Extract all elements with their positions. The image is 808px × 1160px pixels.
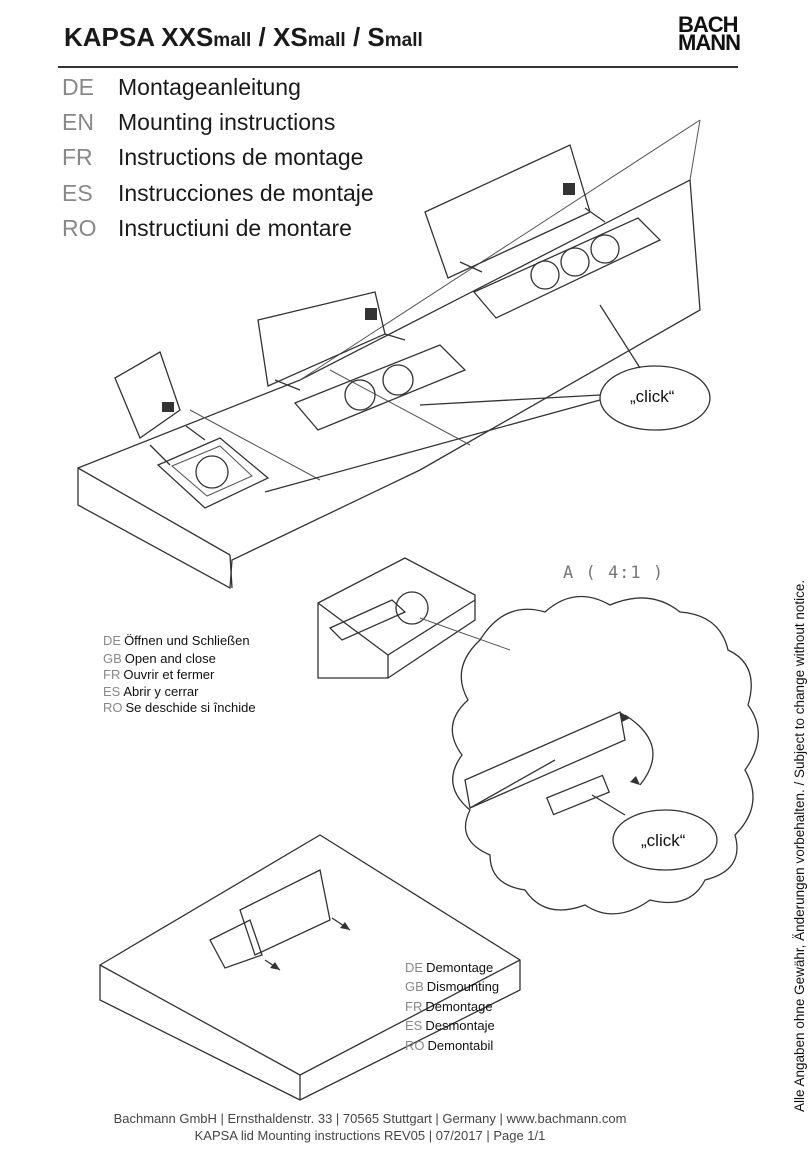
desk-slab-top xyxy=(77,119,701,590)
desk-slab-dismount xyxy=(99,834,521,1101)
language-row-fr: FR Instructions de montage xyxy=(62,144,363,171)
language-code: EN xyxy=(62,109,94,135)
language-text: Instructions de montage xyxy=(118,144,364,170)
language-code: ES xyxy=(62,180,93,206)
detail-view-a xyxy=(451,595,759,915)
click-label-detail: „click“ xyxy=(641,831,686,850)
side-disclaimer: Alle Angaben ohne Gewähr, Änderungen vor… xyxy=(792,579,807,1112)
click-callout-top xyxy=(264,304,711,493)
language-text: Instrucciones de montaje xyxy=(118,180,374,206)
bachmann-logo: BACH MANN xyxy=(678,12,741,55)
language-row-es: ES Instrucciones de montaje xyxy=(62,180,374,207)
language-code: FR xyxy=(62,144,93,170)
language-code: RO xyxy=(62,215,97,241)
kapsa-xxs-module xyxy=(114,351,270,509)
language-text: Instructiuni de montare xyxy=(118,215,352,241)
click-label-top: „click“ xyxy=(630,387,675,406)
kapsa-s-module xyxy=(424,144,662,319)
header-rule xyxy=(58,66,738,68)
footer-address: Bachmann GmbH | Ernsthaldenstr. 33 | 705… xyxy=(113,1111,627,1126)
language-row-en: EN Mounting instructions xyxy=(62,109,335,136)
kapsa-xs-module xyxy=(257,291,467,431)
language-text: Montageanleitung xyxy=(118,74,301,100)
language-code: DE xyxy=(62,74,94,100)
language-row-de: DE Montageanleitung xyxy=(62,74,301,101)
document-title: KAPSA XXSmall / XSmall / Small xyxy=(64,22,423,52)
language-text: Mounting instructions xyxy=(118,109,336,135)
desk-slab-open-close xyxy=(317,557,511,679)
detail-scale-label: A ( 4:1 ) xyxy=(563,563,665,583)
footer-document-info: KAPSA lid Mounting instructions REV05 | … xyxy=(194,1128,546,1143)
language-row-ro: RO Instructiuni de montare xyxy=(62,215,352,242)
